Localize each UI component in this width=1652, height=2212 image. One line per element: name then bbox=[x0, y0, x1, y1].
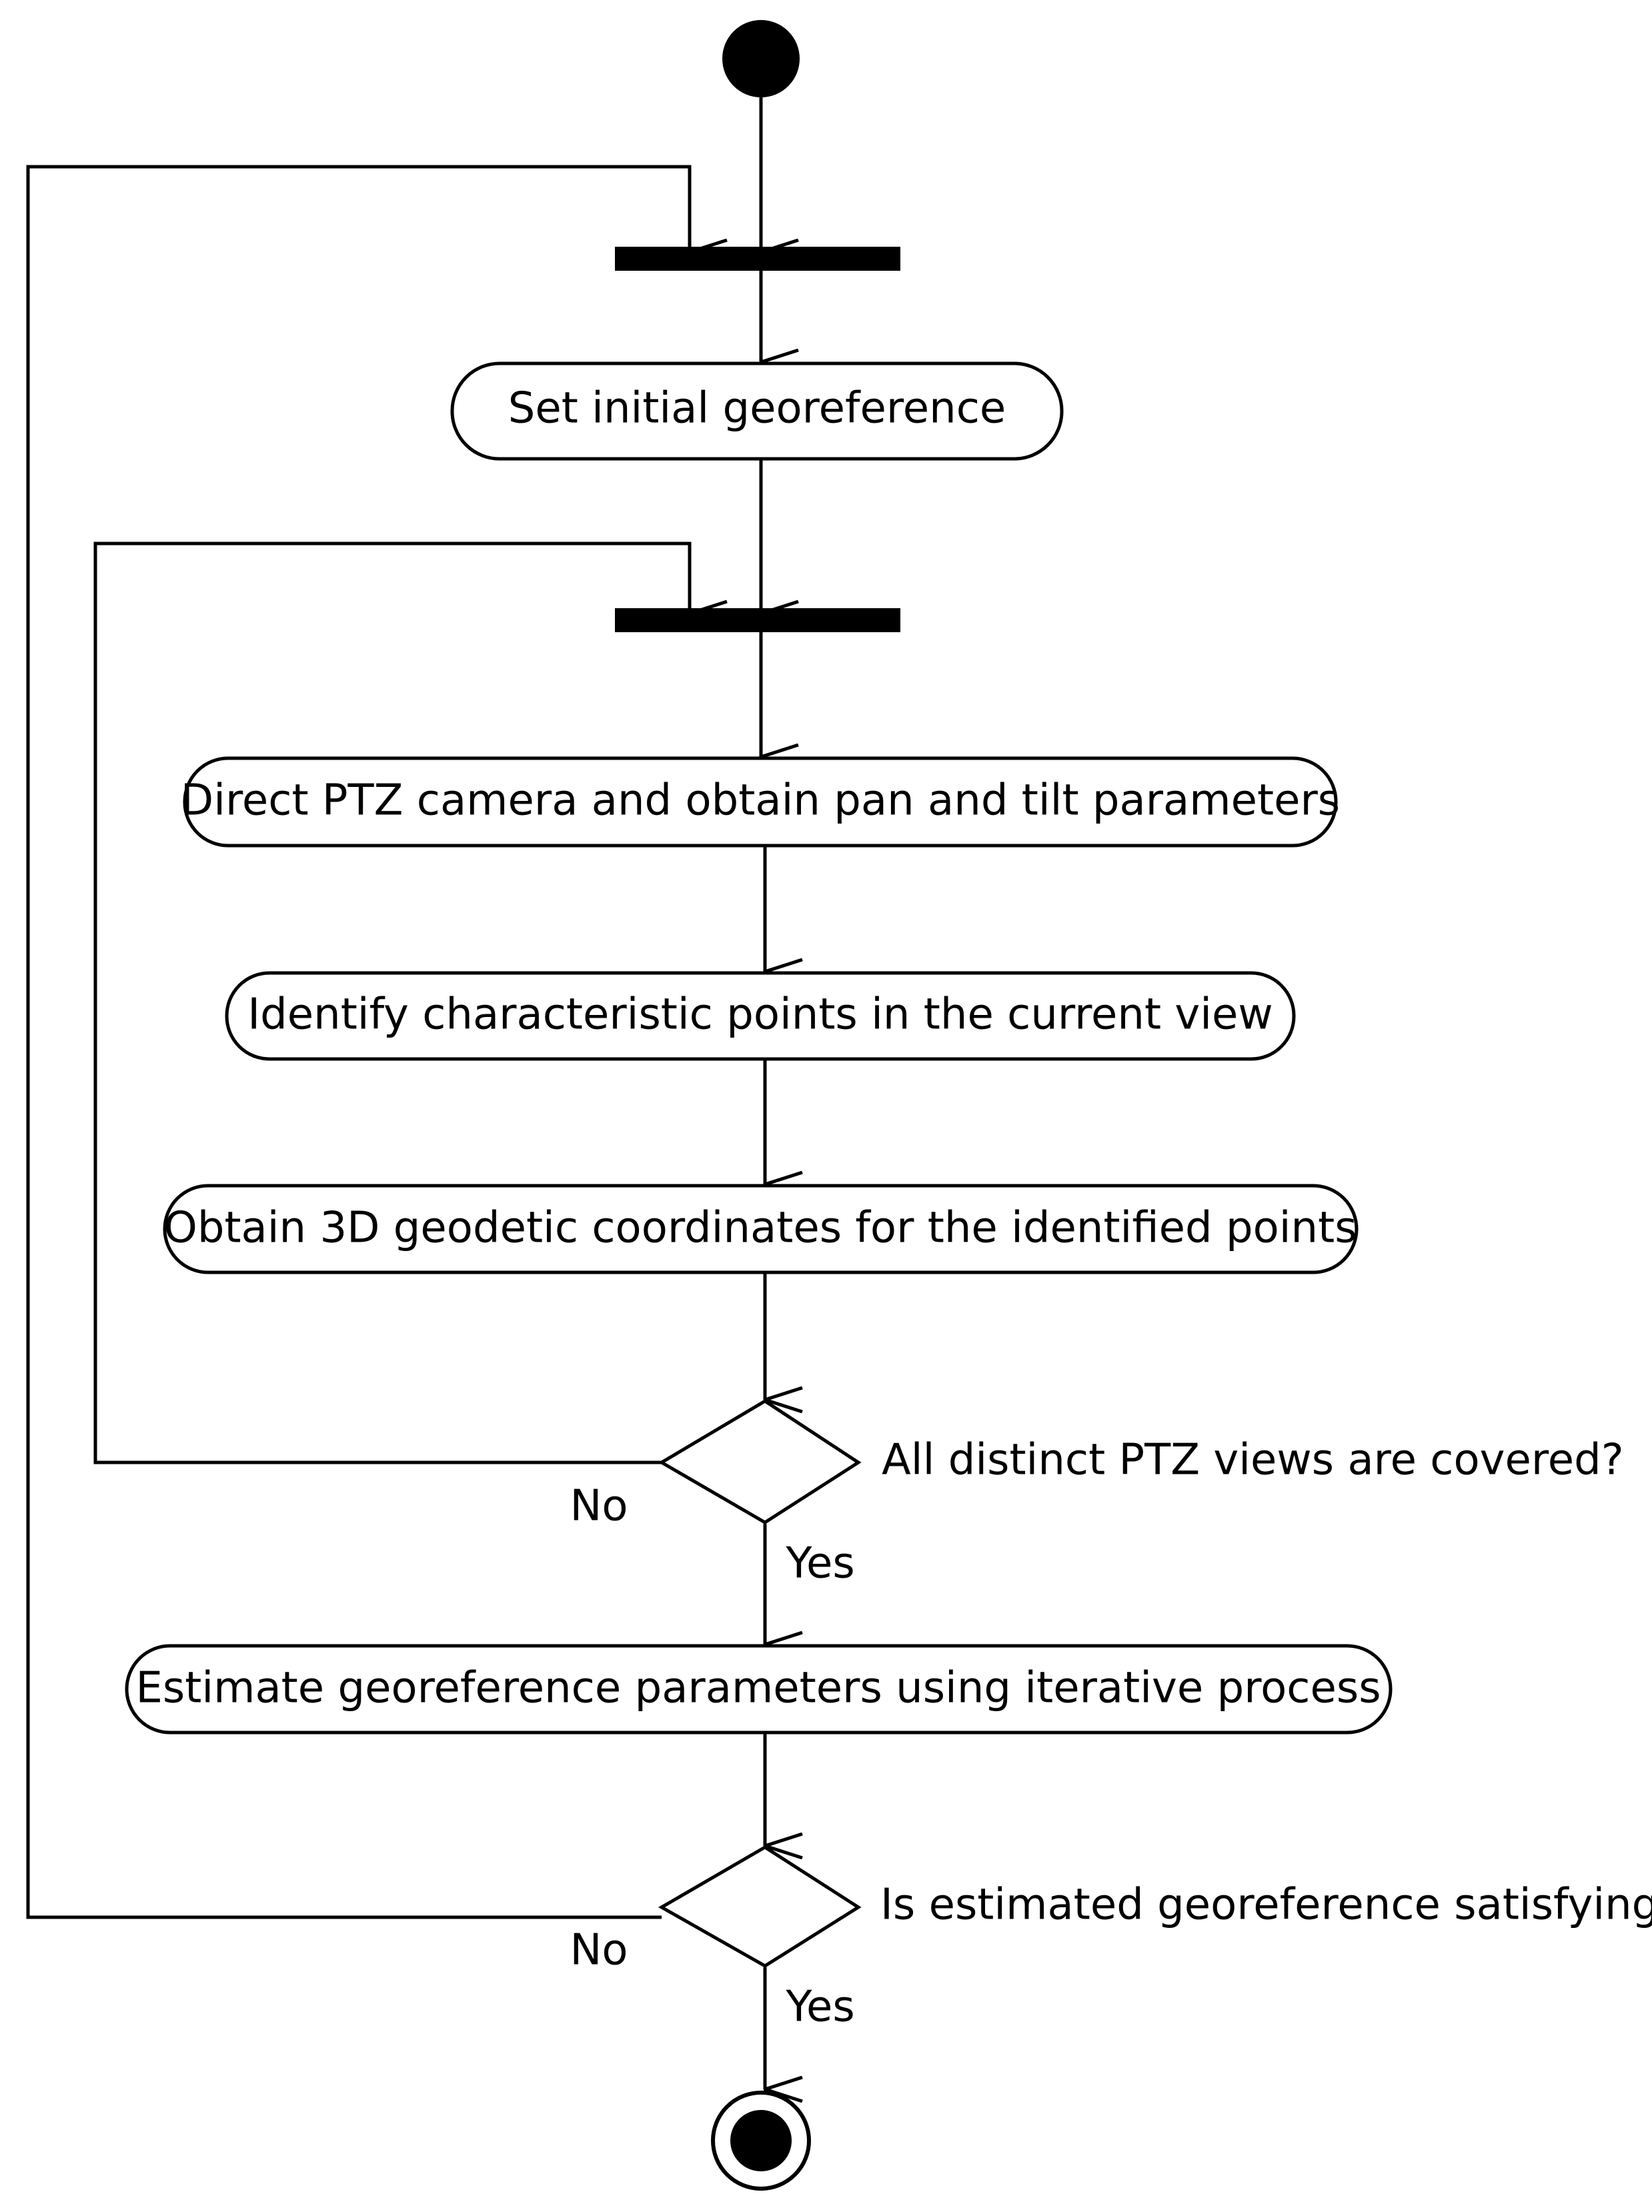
action-direct-ptz-label: Direct PTZ camera and obtain pan and til… bbox=[181, 776, 1340, 826]
action-identify-points: Identify characteristic points in the cu… bbox=[225, 971, 1296, 1061]
action-estimate-label: Estimate georeference parameters using i… bbox=[135, 1664, 1381, 1713]
action-obtain-coordinates: Obtain 3D geodetic coordinates for the i… bbox=[163, 1184, 1359, 1274]
action-set-initial-georeference: Set initial georeference bbox=[450, 361, 1064, 461]
action-direct-ptz-camera: Direct PTZ camera and obtain pan and til… bbox=[181, 756, 1340, 848]
decision-views-covered-yes-label: Yes bbox=[785, 1539, 854, 1588]
decision-satisfying-question: Is estimated georeference satisfying? bbox=[880, 1881, 1652, 1930]
final-node bbox=[711, 2091, 811, 2191]
flow-inner-loop-back bbox=[93, 541, 690, 1464]
decision-satisfying-no-label: No bbox=[570, 1926, 628, 1975]
initial-node bbox=[722, 20, 800, 97]
decision-views-covered-no-label: No bbox=[570, 1482, 628, 1531]
action-identify-points-label: Identify characteristic points in the cu… bbox=[247, 990, 1273, 1040]
action-obtain-coordinates-label: Obtain 3D geodetic coordinates for the i… bbox=[163, 1204, 1357, 1253]
decision-satisfying bbox=[658, 1845, 862, 1968]
decision-views-covered-question: All distinct PTZ views are covered? bbox=[882, 1436, 1624, 1485]
connectors bbox=[26, 97, 765, 2089]
decision-views-covered bbox=[658, 1399, 862, 1524]
action-estimate-georeference: Estimate georeference parameters using i… bbox=[125, 1644, 1393, 1735]
fork-bar-2 bbox=[615, 608, 900, 632]
action-set-initial-label: Set initial georeference bbox=[508, 384, 1006, 433]
fork-bar-1 bbox=[615, 247, 900, 271]
decision-satisfying-yes-label: Yes bbox=[785, 1983, 854, 2032]
flow-outer-loop-back bbox=[26, 165, 690, 1919]
